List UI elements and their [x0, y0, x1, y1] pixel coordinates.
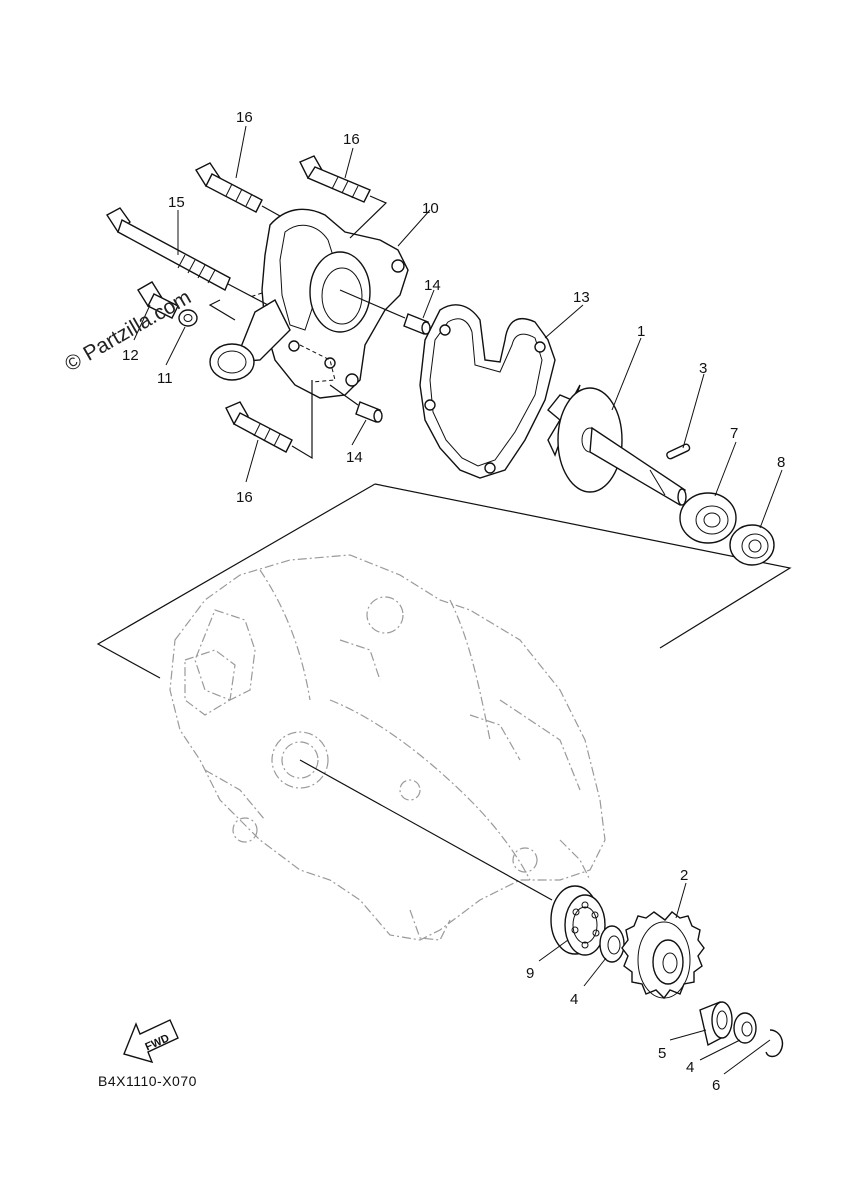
- callout-1: 1: [637, 323, 645, 340]
- callout-3: 3: [699, 360, 707, 377]
- bolt-16-b: [299, 155, 371, 203]
- assembly-outline: [374, 483, 792, 649]
- callout-14-upper: 14: [424, 277, 441, 294]
- dowel-14-a: [403, 313, 431, 335]
- callout-15: 15: [168, 194, 185, 211]
- callout-4-lower: 4: [686, 1059, 694, 1076]
- callout-9: 9: [526, 965, 534, 982]
- callout-8: 8: [777, 454, 785, 471]
- callout-14-lower: 14: [346, 449, 363, 466]
- dowel-14-b: [355, 401, 383, 423]
- bolt-16-c: [225, 401, 293, 453]
- seal-8: [729, 524, 775, 566]
- shaft-axis-line: [299, 759, 553, 901]
- callout-16-top-right: 16: [343, 131, 360, 148]
- bolt-12: [137, 281, 179, 319]
- collar-5: [699, 1001, 733, 1047]
- fwd-arrow-icon: FWD: [123, 1019, 179, 1064]
- washer-4-a: [599, 925, 625, 963]
- diagram-code: B4X1110-X070: [98, 1073, 197, 1089]
- callout-2: 2: [680, 867, 688, 884]
- bolt-15: [106, 207, 231, 291]
- callout-6: 6: [712, 1077, 720, 1094]
- oil-seal-7: [679, 492, 737, 544]
- impeller-shaft: [547, 384, 687, 507]
- washer-4-b: [733, 1012, 757, 1044]
- callout-12: 12: [122, 347, 139, 364]
- callout-leaders: [133, 125, 783, 1075]
- circlip-6: [765, 1029, 784, 1058]
- bolt-16-a: [194, 162, 263, 213]
- callout-10: 10: [422, 200, 439, 217]
- pin-3: [666, 443, 691, 460]
- pump-cover: [209, 208, 409, 399]
- callout-4-upper: 4: [570, 991, 578, 1008]
- callout-16-top-left: 16: [236, 109, 253, 126]
- crankcase-ghost: [169, 554, 606, 941]
- callout-7: 7: [730, 425, 738, 442]
- callout-13: 13: [573, 289, 590, 306]
- pump-gasket: [419, 304, 556, 479]
- callout-11: 11: [157, 370, 173, 387]
- gear-2: [621, 911, 705, 1000]
- callout-5: 5: [658, 1045, 666, 1062]
- callout-16-bottom: 16: [236, 489, 253, 506]
- washer-11: [178, 309, 198, 327]
- bearing-9: [550, 885, 606, 956]
